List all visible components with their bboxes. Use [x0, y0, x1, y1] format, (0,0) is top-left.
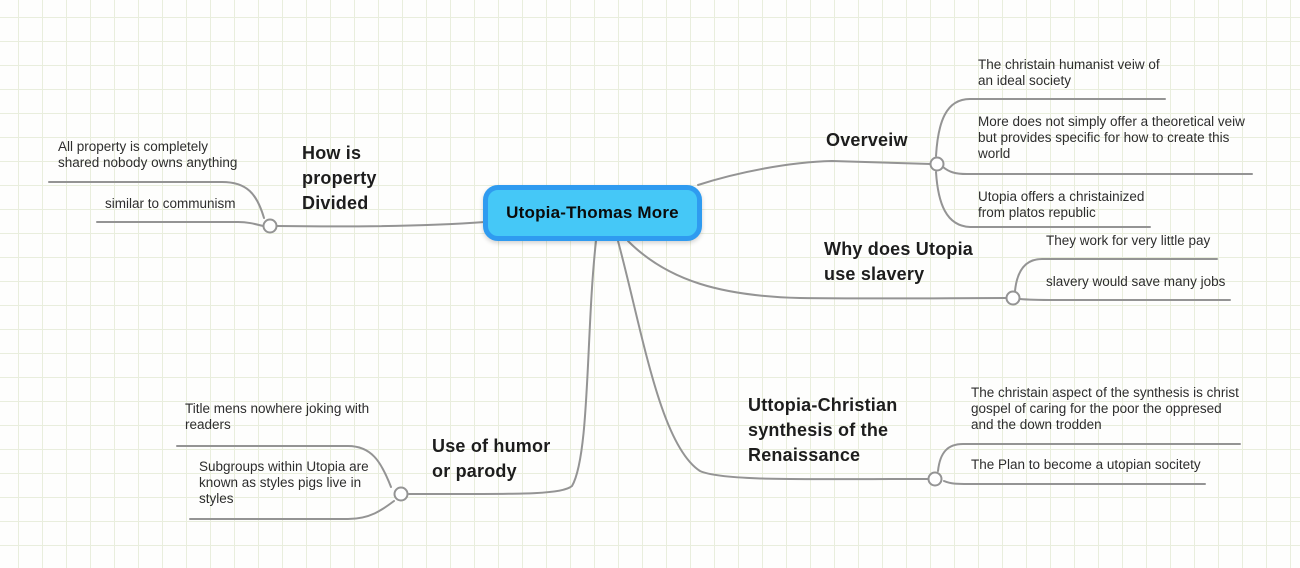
child-node-humor-1[interactable]: Title mens nowhere joking with readers: [185, 401, 370, 432]
child-node-overveiw-1[interactable]: The christain humanist veiw of an ideal …: [978, 57, 1160, 88]
connector-line-humor-child1: [176, 445, 392, 488]
junction-toggle-synthesis[interactable]: [927, 471, 943, 487]
child-node-property-1[interactable]: All property is completely shared nobody…: [58, 139, 238, 170]
central-topic-label: Utopia-Thomas More: [506, 203, 679, 222]
connector-line-property-child1: [48, 181, 265, 219]
connector-line-slavery-child1: [1014, 258, 1218, 292]
child-node-slavery-2[interactable]: slavery would save many jobs: [1046, 274, 1226, 289]
child-node-overveiw-2[interactable]: More does not simply offer a theoretical…: [978, 114, 1245, 161]
branch-label-synthesis[interactable]: Uttopia-Christian synthesis of the Renai…: [748, 395, 898, 465]
junction-toggle-slavery[interactable]: [1005, 290, 1021, 306]
connector-line-synthesis: [617, 240, 929, 481]
connector-line-slavery-child2: [1019, 298, 1231, 301]
child-node-synthesis-1[interactable]: The christain aspect of the synthesis is…: [971, 385, 1239, 432]
child-node-overveiw-3[interactable]: Utopia offers a christainized from plato…: [978, 189, 1145, 220]
connector-line-overveiw: [697, 159, 932, 186]
central-topic-node[interactable]: Utopia-Thomas More: [483, 185, 702, 241]
child-node-property-2[interactable]: similar to communism: [105, 196, 236, 211]
connector-line-overveiw-child1: [935, 98, 1166, 157]
branch-label-slavery[interactable]: Why does Utopia use slavery: [824, 239, 974, 284]
branch-label-humor[interactable]: Use of humor or parody: [432, 436, 551, 481]
connector-line-property-child2: [96, 221, 264, 227]
connector-line-property: [276, 221, 486, 228]
junction-toggle-humor[interactable]: [393, 486, 409, 502]
connector-line-overveiw-child3: [935, 171, 1151, 228]
branch-label-overveiw[interactable]: Overveiw: [826, 130, 908, 150]
child-node-humor-2[interactable]: Subgroups within Utopia are known as sty…: [199, 459, 369, 506]
child-node-synthesis-2[interactable]: The Plan to become a utopian socitety: [971, 457, 1201, 472]
connector-line-humor: [408, 240, 597, 496]
connector-line-synthesis-child2: [943, 480, 1206, 485]
junction-toggle-property[interactable]: [262, 218, 278, 234]
connector-line-humor-child2: [189, 500, 395, 520]
junction-toggle-overveiw[interactable]: [929, 156, 945, 172]
child-node-slavery-1[interactable]: They work for very little pay: [1046, 233, 1211, 248]
branch-label-property[interactable]: How is property Divided: [302, 143, 377, 213]
connector-line-overveiw-child2: [942, 166, 1253, 175]
connector-line-slavery: [627, 240, 1007, 300]
connector-line-synthesis-child1: [937, 443, 1241, 472]
